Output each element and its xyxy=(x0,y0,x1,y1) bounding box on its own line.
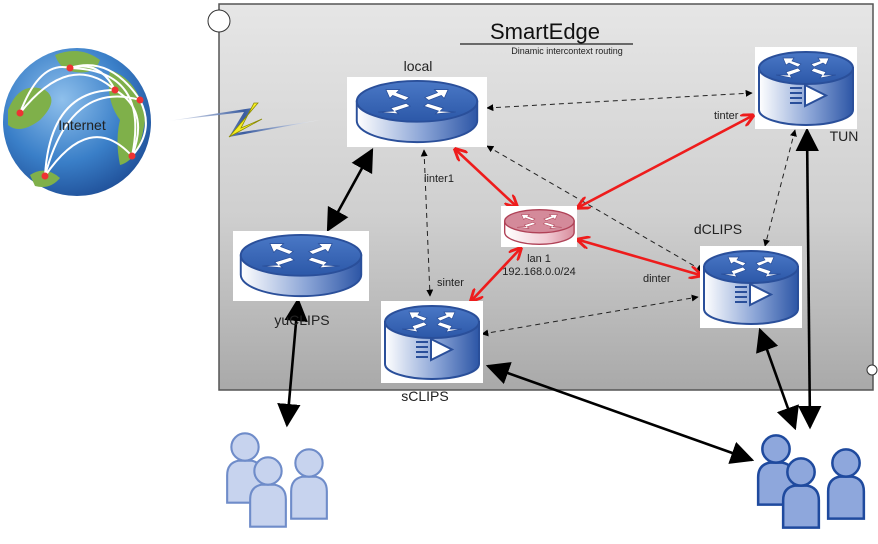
diagram-subtitle: Dinamic intercontext routing xyxy=(511,46,623,56)
link-lan1-tun xyxy=(579,116,752,207)
link-tun-users xyxy=(795,127,822,430)
chassis-port-circle xyxy=(207,9,231,33)
users-group-left-icon[interactable] xyxy=(226,432,328,528)
router-yuclips[interactable] xyxy=(233,231,369,301)
link-sclips-users xyxy=(485,362,755,464)
service-router-tun-label: TUN xyxy=(830,128,859,144)
service-router-dclips[interactable] xyxy=(700,246,802,328)
wan-link-bolt-icon xyxy=(168,102,320,138)
internet-label: Internet xyxy=(58,117,106,133)
link-label-linter1: linter1 xyxy=(424,173,454,185)
link-label-sinter: sinter xyxy=(437,277,464,289)
service-router-dclips-label: dCLIPS xyxy=(694,221,742,237)
router-lan1-label: lan 1 xyxy=(527,253,551,265)
link-local-yuclips xyxy=(326,147,374,233)
link-local-sclips-dashed xyxy=(420,149,434,297)
link-dclips-users xyxy=(756,327,799,431)
diagram-title: SmartEdge xyxy=(490,19,600,44)
router-local[interactable] xyxy=(347,77,487,147)
link-yuclips-users xyxy=(277,297,308,428)
link-lan1-dclips xyxy=(579,240,700,275)
internet-globe-icon xyxy=(3,48,151,196)
router-lan1[interactable] xyxy=(501,206,577,247)
link-label-dinter: dinter xyxy=(643,273,671,285)
router-local-label: local xyxy=(404,58,433,74)
users-group-right-icon[interactable] xyxy=(756,433,866,530)
router-lan1-subnet: 192.168.0.0/24 xyxy=(502,266,575,278)
link-label-tinter: tinter xyxy=(714,110,739,122)
link-tun-dclips-dashed xyxy=(763,129,797,247)
link-local-lan1 xyxy=(456,150,516,206)
link-sclips-dclips-dashed xyxy=(481,294,699,337)
link-lan1-sclips xyxy=(472,249,520,300)
service-router-sclips-label: sCLIPS xyxy=(401,388,448,404)
service-router-sclips[interactable] xyxy=(381,301,483,383)
service-router-tun[interactable] xyxy=(755,47,857,129)
chassis-port-circle-small xyxy=(866,364,878,376)
router-yuclips-label: yuCLIPS xyxy=(274,312,329,328)
